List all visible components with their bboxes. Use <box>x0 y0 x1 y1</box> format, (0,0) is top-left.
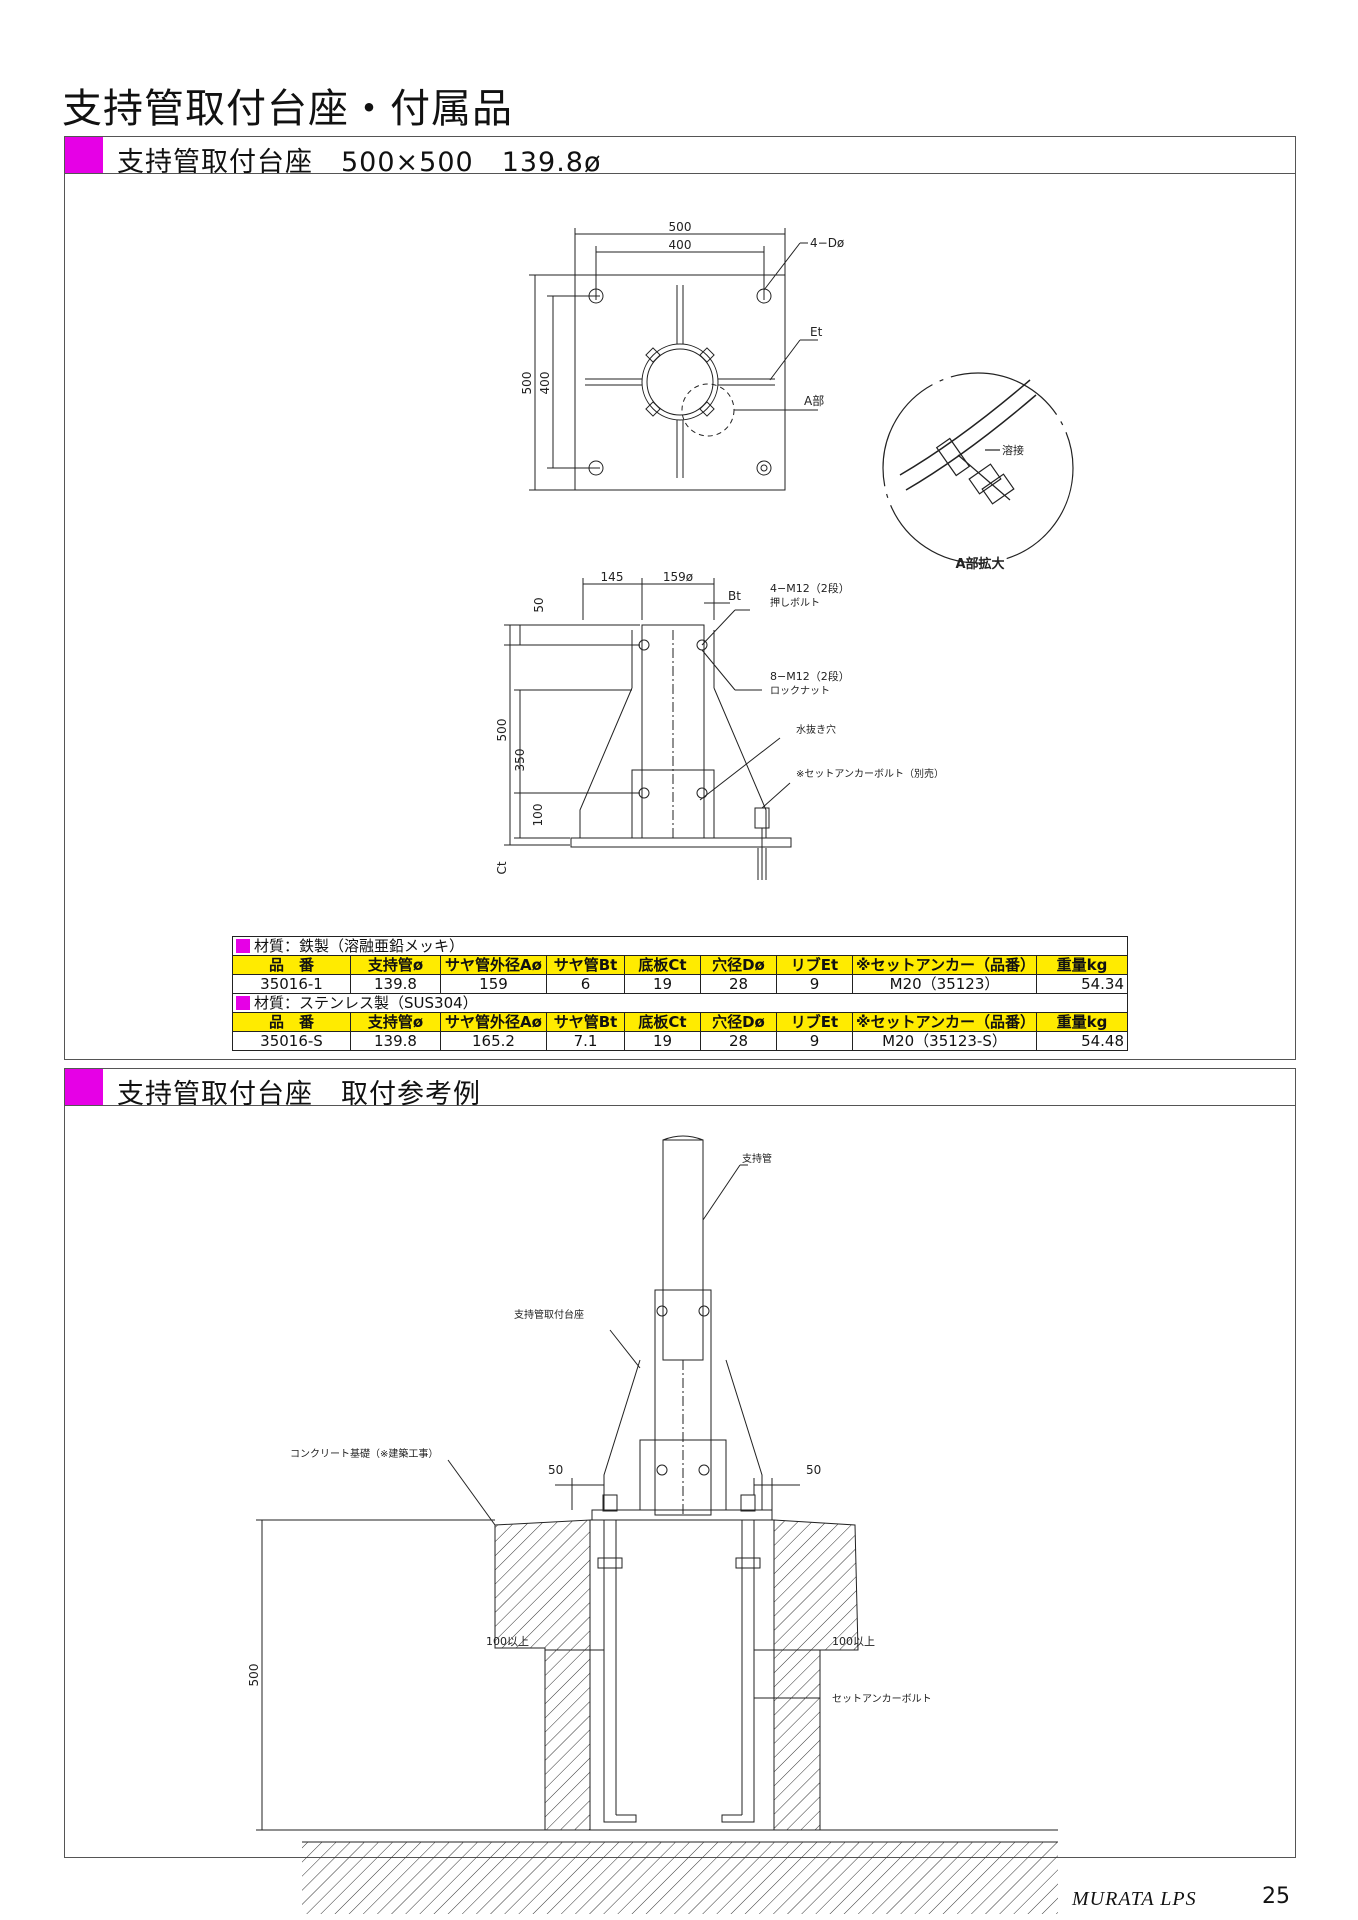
header-cell: 支持管ø <box>350 955 441 975</box>
dim-100: 100 <box>531 804 545 827</box>
rib-label: Et <box>810 325 823 339</box>
material-iron: 材質：鉄製（溶融亜鉛メッキ） <box>254 937 465 955</box>
table-cell: 19 <box>624 974 701 994</box>
table-cell: 139.8 <box>350 974 441 994</box>
dim-350: 350 <box>513 749 527 772</box>
dim-50: 50 <box>532 597 546 612</box>
material-row-iron: 材質：鉄製（溶融亜鉛メッキ） <box>231 936 1129 956</box>
spec-table: 材質：鉄製（溶融亜鉛メッキ） 品 番 支持管ø サヤ管外径Aø サヤ管Bt 底板… <box>231 936 1129 1051</box>
lock-nut-label: 8−M12（2段） <box>770 669 850 683</box>
pipe-label: 支持管 <box>742 1152 772 1165</box>
anchor-bolt-label: セットアンカーボルト <box>832 1693 932 1705</box>
dim-500-left: 500 <box>520 372 534 395</box>
section-title: 支持管取付台座 取付参考例 <box>117 1079 481 1110</box>
table-cell: 6 <box>546 974 625 994</box>
table-cell: 159 <box>440 974 547 994</box>
section-install-example: 支持管取付台座 取付参考例 <box>64 1068 1296 1858</box>
table-cell: 165.2 <box>440 1031 547 1051</box>
table-cell: 9 <box>776 1031 853 1051</box>
section-header: 支持管取付台座 500×500 139.8ø <box>65 137 1295 178</box>
header-cell: 支持管ø <box>350 1012 441 1032</box>
header-cell: ※セットアンカー（品番） <box>852 955 1037 975</box>
table-cell: 35016-S <box>232 1031 351 1051</box>
dim-500-depth: 500 <box>247 1664 261 1687</box>
dim-400-top: 400 <box>669 238 692 252</box>
table-cell: 139.8 <box>350 1031 441 1051</box>
min-100-right: 100以上 <box>832 1635 875 1648</box>
dim-ct: Ct <box>495 861 509 874</box>
hole-label: 4−Dø <box>810 236 844 250</box>
page-number: 25 <box>1262 1884 1290 1909</box>
header-cell: 穴径Dø <box>700 1012 777 1032</box>
footer-brand: MURATA LPS <box>1072 1888 1197 1910</box>
dim-159: 159ø <box>663 570 693 584</box>
section-base-spec: 支持管取付台座 500×500 139.8ø <box>64 136 1296 1060</box>
dim-50-right: 50 <box>806 1463 821 1477</box>
bt-label: Bt <box>728 589 741 603</box>
dim-500-top: 500 <box>669 220 692 234</box>
section-title: 支持管取付台座 500×500 139.8ø <box>117 147 602 178</box>
lock-nut-sub: ロックナット <box>770 685 830 697</box>
table-cell: 35016-1 <box>232 974 351 994</box>
header-cell: 穴径Dø <box>700 955 777 975</box>
table-cell: 54.34 <box>1035 974 1129 994</box>
header-cell: リブEt <box>776 955 853 975</box>
section-marker <box>65 1069 103 1105</box>
table-row: 35016-S 139.8 165.2 7.1 19 28 9 M20（3512… <box>232 1031 1129 1051</box>
material-marker <box>236 939 250 953</box>
table-header-row: 品 番 支持管ø サヤ管外径Aø サヤ管Bt 底板Ct 穴径Dø リブEt ※セ… <box>232 955 1129 975</box>
header-cell: サヤ管外径Aø <box>440 1012 547 1032</box>
table-header-row: 品 番 支持管ø サヤ管外径Aø サヤ管Bt 底板Ct 穴径Dø リブEt ※セ… <box>232 1012 1129 1032</box>
table-cell: 28 <box>700 974 777 994</box>
header-cell: 重量kg <box>1035 1012 1129 1032</box>
table-cell: 9 <box>776 974 853 994</box>
page-title: 支持管取付台座・付属品 <box>62 86 513 132</box>
section-marker <box>65 137 103 173</box>
header-cell: 重量kg <box>1035 955 1129 975</box>
header-cell: リブEt <box>776 1012 853 1032</box>
dim-50-left: 50 <box>548 1463 563 1477</box>
header-cell: 底板Ct <box>624 955 701 975</box>
header-cell: 品 番 <box>232 955 351 975</box>
weld-label: 溶接 <box>1002 443 1024 457</box>
dim-400-left: 400 <box>538 372 552 395</box>
dim-145: 145 <box>601 570 624 584</box>
dim-500: 500 <box>495 719 509 742</box>
table-row: 35016-1 139.8 159 6 19 28 9 M20（35123） 5… <box>232 974 1129 994</box>
push-bolt-label: 4−M12（2段） <box>770 581 850 595</box>
detail-a-caption: A部拡大 <box>955 556 1004 572</box>
part-a-label: A部 <box>804 393 824 408</box>
push-bolt-sub: 押しボルト <box>770 596 820 609</box>
header-cell: サヤ管Bt <box>546 1012 625 1032</box>
material-row-sus: 材質：ステンレス製（SUS304） <box>231 993 1129 1013</box>
table-cell: 19 <box>624 1031 701 1051</box>
header-cell: 底板Ct <box>624 1012 701 1032</box>
concrete-label: コンクリート基礎（※建築工事） <box>290 1447 438 1460</box>
header-cell: サヤ管Bt <box>546 955 625 975</box>
material-marker <box>236 996 250 1010</box>
header-cell: 品 番 <box>232 1012 351 1032</box>
min-100-left: 100以上 <box>486 1635 529 1648</box>
table-cell: M20（35123-S） <box>852 1031 1037 1051</box>
table-cell: 28 <box>700 1031 777 1051</box>
drain-label: 水抜き穴 <box>796 723 836 736</box>
table-cell: 54.48 <box>1035 1031 1129 1051</box>
material-sus: 材質：ステンレス製（SUS304） <box>254 994 478 1012</box>
table-cell: M20（35123） <box>852 974 1037 994</box>
table-cell: 7.1 <box>546 1031 625 1051</box>
header-cell: サヤ管外径Aø <box>440 955 547 975</box>
section-header: 支持管取付台座 取付参考例 <box>65 1069 1295 1110</box>
anchor-label: ※セットアンカーボルト（別売） <box>796 767 944 780</box>
header-cell: ※セットアンカー（品番） <box>852 1012 1037 1032</box>
base-label: 支持管取付台座 <box>514 1308 584 1321</box>
